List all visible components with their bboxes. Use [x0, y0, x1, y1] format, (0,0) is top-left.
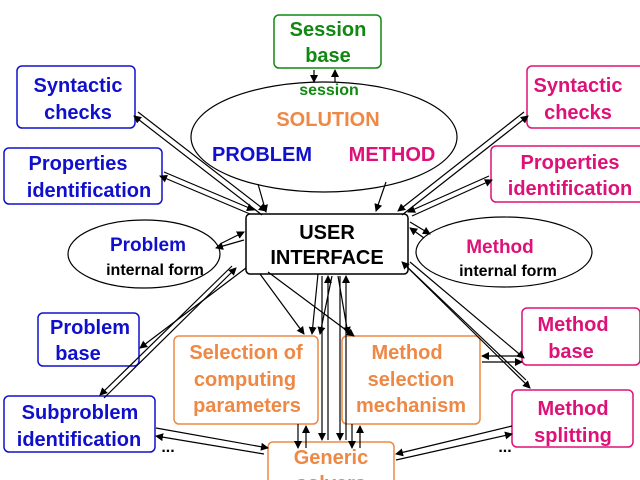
right-properties-line1: Properties [521, 152, 620, 174]
solution-ellipse: session SOLUTION PROBLEM METHOD [190, 81, 458, 193]
mechanism-line3: mechanism [356, 395, 466, 417]
generic-line1: Generic [294, 447, 368, 469]
left-ellipsis: ... [161, 439, 174, 456]
problem-base-line1: Problem [50, 317, 130, 339]
problem-base-node: Problem base [37, 312, 140, 367]
generic-line2: solvers [296, 473, 366, 480]
method-splitting-node: Method splitting [511, 389, 634, 448]
user-interface-node: USER INTERFACE [245, 213, 409, 275]
problem-label: PROBLEM [212, 144, 312, 166]
left-properties-node: Properties identification [3, 147, 163, 205]
left-syntactic-line2: checks [44, 102, 112, 124]
session-base-line1: Session [290, 19, 367, 41]
selection-line2: computing [194, 369, 296, 391]
method-base-node: Method base [521, 307, 640, 366]
method-base-line2: base [548, 341, 594, 363]
generic-solvers-node: Generic solvers [267, 441, 395, 480]
session-base-node: Session base [273, 14, 382, 69]
right-syntactic-line2: checks [544, 102, 612, 124]
right-properties-line2: identification [508, 178, 632, 200]
method-selection-mechanism-node: Method selection mechanism [341, 335, 481, 425]
right-syntactic-line1: Syntactic [534, 75, 623, 97]
mechanism-line2: selection [368, 369, 455, 391]
problem-base-line2: base [55, 343, 101, 365]
session-base-line2: base [305, 45, 351, 67]
right-syntactic-checks-node: Syntactic checks [526, 65, 640, 129]
mechanism-line1: Method [371, 342, 442, 364]
problem-internal-line1: Problem [110, 235, 186, 256]
user-interface-line2: INTERFACE [270, 247, 383, 269]
subproblem-line1: Subproblem [22, 402, 139, 424]
method-splitting-line1: Method [537, 398, 608, 420]
right-ellipsis: ... [498, 439, 511, 456]
method-label: METHOD [349, 144, 436, 166]
method-internal-line1: Method [466, 237, 534, 258]
selection-line3: parameters [193, 395, 301, 417]
connector-lines [99, 69, 531, 461]
right-properties-node: Properties identification [490, 145, 640, 203]
selection-parameters-node: Selection of computing parameters [173, 335, 319, 425]
left-syntactic-line1: Syntactic [34, 75, 123, 97]
left-properties-line1: Properties [29, 153, 128, 175]
problem-internal-line2: internal form [106, 262, 204, 279]
subproblem-node: Subproblem identification [3, 395, 156, 453]
problem-internal-form-node: Problem internal form [67, 219, 221, 289]
selection-line1: Selection of [189, 342, 303, 364]
method-splitting-line2: splitting [534, 425, 612, 447]
solution-label: SOLUTION [276, 109, 379, 131]
method-internal-form-node: Method internal form [415, 216, 593, 288]
method-base-line1: Method [537, 314, 608, 336]
session-label: session [299, 82, 359, 99]
left-syntactic-checks-node: Syntactic checks [16, 65, 136, 129]
user-interface-line1: USER [299, 222, 355, 244]
method-internal-line2: internal form [459, 263, 557, 280]
left-properties-line2: identification [27, 180, 151, 202]
subproblem-line2: identification [17, 429, 141, 451]
